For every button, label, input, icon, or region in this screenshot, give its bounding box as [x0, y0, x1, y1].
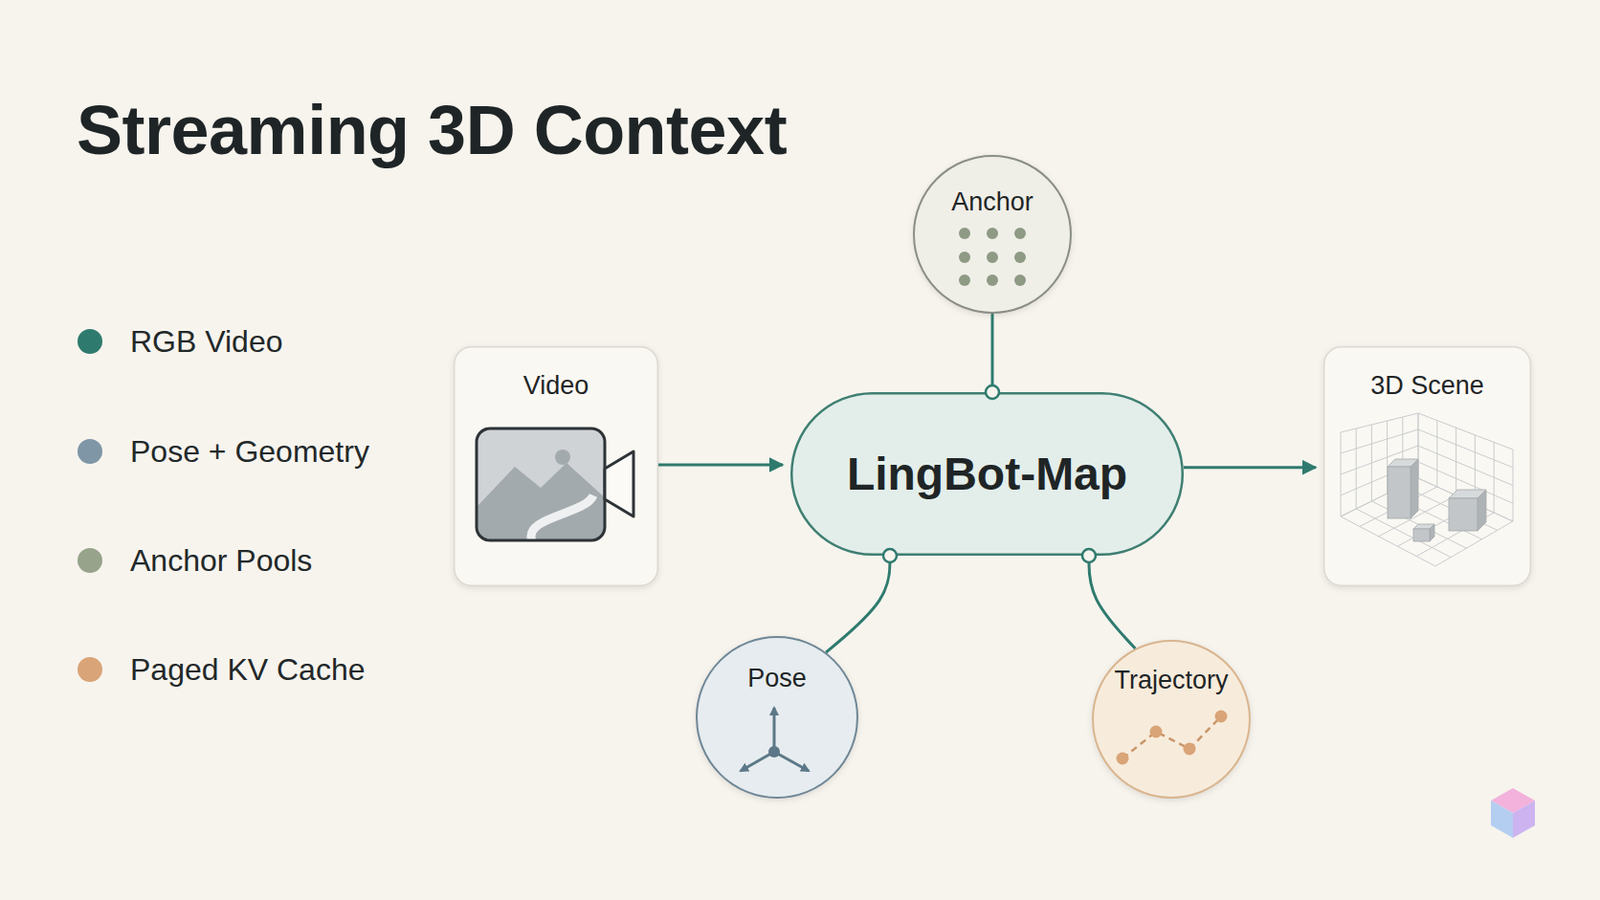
camera-icon: [476, 463, 605, 541]
legend-swatch: [77, 548, 103, 574]
scene-grid: [1387, 459, 1419, 519]
node-label-holder: Video: [453, 370, 659, 401]
legend-label: Pose + Geometry: [130, 433, 370, 470]
legend-label: Anchor Pools: [130, 542, 312, 579]
camera-icon: [476, 428, 605, 541]
connector: [1183, 466, 1316, 469]
anchor-dots: [958, 274, 971, 287]
scene-grid: [1448, 498, 1478, 532]
node-label: Anchor: [912, 186, 1072, 218]
watermark-cube: [1490, 788, 1535, 839]
node-label: Trajectory: [1091, 665, 1251, 696]
anchor-dots: [986, 251, 999, 264]
legend-swatch: [77, 329, 103, 355]
scene-grid: [1410, 459, 1419, 519]
legend-label: Paged KV Cache: [130, 651, 366, 689]
junction-dot: [1082, 549, 1096, 563]
node-label: Video: [453, 370, 659, 401]
scene-grid: [1477, 489, 1487, 532]
legend-swatch: [77, 657, 103, 683]
process-box: 3D Scene: [1323, 346, 1532, 587]
scene-grid: [1413, 529, 1430, 542]
node-outline: [696, 637, 858, 799]
title-block: Streaming 3D Context: [76, 95, 787, 165]
pose-axes: [768, 746, 780, 758]
node-outline: [695, 636, 859, 800]
node-label-holder: Pose: [695, 663, 859, 694]
node-label-holder: 3D Scene: [1323, 370, 1532, 401]
camera-icon: [476, 449, 605, 541]
circle-node: Pose: [695, 636, 859, 800]
trajectory-path: [1116, 753, 1130, 766]
pose-axes: [773, 708, 777, 753]
circle-node: Trajectory: [1091, 640, 1251, 800]
anchor-dots: [986, 274, 999, 287]
trajectory-path: [1150, 726, 1163, 739]
camera-icon: [531, 495, 594, 541]
camera-icon: [555, 449, 571, 466]
trajectory-path: [1215, 711, 1228, 724]
junction-dot: [883, 549, 897, 563]
node-outline: [912, 155, 1072, 314]
process-box: Video: [453, 346, 659, 587]
connector: [825, 555, 890, 653]
scene-grid: [1387, 466, 1411, 519]
anchor-dots: [958, 227, 1026, 287]
anchor-dots: [1014, 227, 1026, 240]
junction-dot: [985, 385, 1000, 400]
trajectory-path: [1183, 743, 1197, 756]
connector: [991, 313, 995, 393]
anchor-dots: [958, 227, 971, 240]
connector: [1088, 555, 1135, 649]
node-outline: [1324, 347, 1532, 587]
node-label-holder: LingBot-Map: [790, 446, 1184, 503]
anchor-dots: [1014, 251, 1026, 264]
anchor-dots: [986, 227, 999, 240]
scene-grid: [1448, 489, 1487, 532]
node-label: Pose: [695, 663, 859, 694]
anchor-dots: [1014, 274, 1026, 287]
watermark-cube: [1490, 800, 1513, 839]
connector: [658, 463, 783, 467]
node-label-holder: Anchor: [912, 186, 1072, 218]
legend-swatch: [77, 439, 103, 465]
node-label: 3D Scene: [1323, 370, 1532, 401]
node-outline: [1091, 640, 1251, 800]
legend-label: RGB Video: [130, 323, 284, 360]
title: Streaming 3D Context: [76, 95, 787, 165]
anchor-dots: [958, 251, 971, 264]
node-label: LingBot-Map: [790, 446, 1184, 503]
circle-node: Anchor: [912, 155, 1072, 314]
scene-grid: [1413, 524, 1435, 542]
node-outline: [454, 347, 659, 587]
process-pill: LingBot-Map: [790, 392, 1184, 556]
watermark-cube: [1512, 800, 1535, 839]
node-outline: [1092, 641, 1250, 799]
node-label-holder: Trajectory: [1091, 665, 1251, 696]
node-outline: [913, 155, 1071, 313]
